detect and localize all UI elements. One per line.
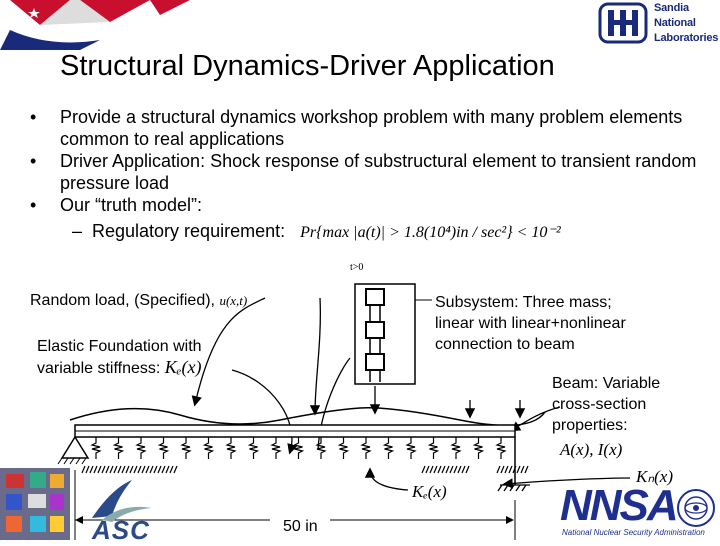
ground-hatch [425, 465, 430, 474]
foundation-spring [180, 437, 192, 459]
ground-hatch [165, 465, 170, 474]
requirement-formula: Pr{max |a(t)| > 1.8(10⁴)in / sec²} < 10⁻… [300, 224, 561, 241]
span-label: 50 in [283, 518, 318, 535]
asc-swoosh-icon [92, 480, 152, 522]
ground-hatch [93, 465, 98, 474]
ground-hatch [157, 465, 162, 474]
ground-hatch [437, 465, 442, 474]
ground-hatch [97, 465, 102, 474]
beam-properties-math: A(x), I(x) [560, 440, 623, 459]
ground-hatch [109, 465, 114, 474]
ground-hatch [445, 465, 450, 474]
kf-math: Kₑ(x) [412, 482, 447, 501]
ground-hatch [449, 465, 454, 474]
ground-hatch [461, 465, 466, 474]
ground-hatch [169, 465, 174, 474]
nnsa-subtext: National Nuclear Security Administration [562, 528, 705, 537]
ground-hatch [117, 465, 122, 474]
bullet-item: •Driver Application: Shock response of s… [30, 151, 697, 193]
sandia-logo-text: Sandia National Laboratories [654, 2, 719, 44]
ground-hatch [141, 465, 146, 474]
ground-hatch [149, 465, 154, 474]
ground-hatch [465, 465, 470, 474]
foundation-spring [427, 437, 440, 459]
elastic-foundation-label: Elastic Foundation with variable stiffne… [37, 338, 202, 377]
ground-hatch [89, 465, 94, 474]
foundation-spring [495, 437, 507, 459]
bullet-list: •Provide a structural dynamics workshop … [30, 106, 700, 244]
ground-hatch [145, 465, 150, 474]
ground-hatch [421, 465, 426, 474]
nnsa-logo-text: NNSA [560, 481, 679, 530]
ground-hatch [125, 465, 130, 474]
foundation-spring [472, 437, 485, 459]
kb-math: Kₙ(x) [636, 467, 673, 486]
ground-hatch [85, 465, 90, 474]
foundation-spring [292, 437, 305, 459]
ground-hatch [133, 465, 138, 474]
foundation-spring [112, 437, 125, 459]
asc-icon-grid [0, 468, 70, 540]
ground-hatch [520, 465, 525, 474]
ground-hatch [153, 465, 158, 474]
asc-logo-text: ASC [92, 515, 150, 545]
foundation-spring [360, 437, 372, 459]
foundation-spring [405, 437, 417, 459]
ground-hatch [121, 465, 126, 474]
ground-hatch [173, 465, 178, 474]
ground-hatch [161, 465, 166, 474]
bullet-item: •Our “truth model”: [30, 195, 203, 215]
foundation-spring [202, 437, 215, 459]
ground-hatch [101, 465, 106, 474]
random-load-label: Random load, (Specified), u(x,t) [30, 292, 248, 309]
ground-hatch [512, 465, 517, 474]
page-title: Structural Dynamics-Driver Application [60, 50, 555, 82]
ground-hatch [137, 465, 142, 474]
foundation-spring [270, 437, 282, 459]
foundation-spring [157, 437, 170, 459]
foundation-spring [315, 437, 327, 459]
sandia-thunderbird-icon [598, 2, 648, 44]
foundation-spring [247, 437, 260, 459]
ground-hatch [105, 465, 110, 474]
nnsa-seal-icon [677, 489, 715, 527]
ground-hatch [129, 465, 134, 474]
foundation-spring [382, 437, 395, 459]
foundation-spring [90, 437, 102, 459]
ground-hatch [429, 465, 434, 474]
ground-hatch [433, 465, 438, 474]
foundation-spring [450, 437, 462, 459]
ground-hatch [524, 465, 529, 474]
flag-decoration [0, 0, 190, 50]
ground-hatch [496, 465, 501, 474]
beam-label: Beam: Variable cross-section properties: [552, 375, 661, 434]
ground-hatch [508, 465, 513, 474]
foundation-spring [337, 437, 350, 459]
ground-hatch [441, 465, 446, 474]
subsystem-label: Subsystem: Three mass; linear with linea… [435, 294, 626, 353]
ground-hatch [453, 465, 458, 474]
ground-hatch [500, 465, 505, 474]
ground-hatch [113, 465, 118, 474]
ground-hatch [516, 465, 521, 474]
foundation-spring [135, 437, 147, 459]
ground-hatch [457, 465, 462, 474]
foundation-spring [225, 437, 237, 459]
bullet-item: •Provide a structural dynamics workshop … [30, 107, 683, 149]
sub-bullet: –Regulatory requirement: Pr{max |a(t)| >… [72, 221, 561, 241]
formula-subscript: t>0 [350, 262, 364, 273]
ground-hatch [81, 465, 86, 474]
ground-hatch [504, 465, 509, 474]
